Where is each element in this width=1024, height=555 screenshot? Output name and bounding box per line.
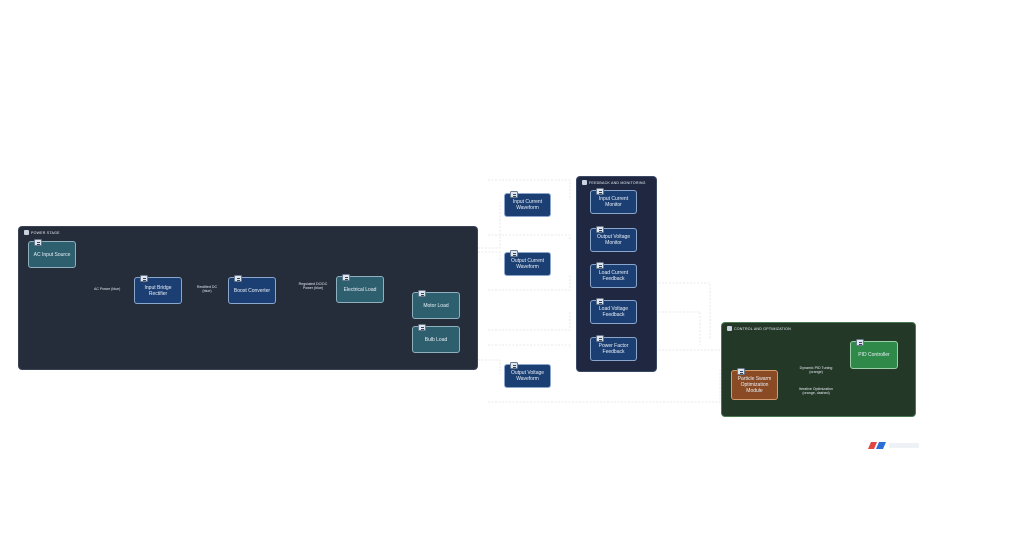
bulb-icon — [418, 324, 426, 331]
power-stage-title: POWER STAGE — [24, 230, 60, 235]
edge-label-iterative-opt: Iterative Optimization (orange, dashed) — [799, 387, 833, 396]
feedback-title: FEEDBACK AND MONITORING — [582, 180, 646, 185]
load-current-feedback-node[interactable]: Load Current Feedback — [590, 262, 637, 288]
output-voltage-waveform-node[interactable]: Output Voltage Waveform — [504, 362, 551, 388]
swarm-icon — [737, 368, 745, 375]
electrical-load-node[interactable]: Electrical Load — [336, 274, 384, 303]
chip-icon — [140, 275, 148, 282]
bulb-load-node[interactable]: Bulb Load — [412, 324, 460, 353]
control-title: CONTROL AND OPTIMIZATION — [727, 326, 791, 331]
chart-icon — [234, 275, 242, 282]
pso-module-node[interactable]: Particle Swarm Optimization Module — [731, 368, 778, 400]
waveform-icon — [510, 191, 518, 198]
waveform-icon — [596, 262, 604, 269]
boost-converter-node[interactable]: Boost Converter — [228, 275, 276, 304]
waveform-icon — [510, 362, 518, 369]
gauge-icon — [596, 335, 604, 342]
chip-icon — [856, 339, 864, 346]
output-voltage-monitor-node[interactable]: Output Voltage Monitor — [590, 226, 637, 252]
chart-icon — [342, 274, 350, 281]
waveform-icon — [510, 250, 518, 257]
input-bridge-rectifier-node[interactable]: Input Bridge Rectifier — [134, 275, 182, 304]
motor-icon — [418, 290, 426, 297]
output-current-waveform-node[interactable]: Output Current Waveform — [504, 250, 551, 276]
chart-icon — [596, 226, 604, 233]
input-current-monitor-node[interactable]: Input Current Monitor — [590, 188, 637, 214]
diamond-icon — [24, 230, 29, 235]
edge-label-ac-power: AC Power (blue) — [94, 287, 121, 291]
pid-controller-node[interactable]: PID Controller — [850, 339, 898, 369]
power-factor-feedback-node[interactable]: Power Factor Feedback — [590, 335, 637, 361]
gear-icon — [727, 326, 732, 331]
load-voltage-feedback-node[interactable]: Load Voltage Feedback — [590, 298, 637, 324]
motor-load-node[interactable]: Motor Load — [412, 290, 460, 319]
ac-input-source-node[interactable]: AC Input Source — [28, 239, 76, 268]
chart-icon — [582, 180, 587, 185]
edge-label-rectified-dc: Rectified DC (blue) — [196, 285, 218, 294]
input-current-waveform-node[interactable]: Input Current Waveform — [504, 191, 551, 217]
edge-label-regulated-dc: Regulated DC/DC Power (blue) — [298, 282, 328, 291]
chart-icon — [596, 188, 604, 195]
brand-logo — [868, 442, 919, 449]
edge-label-dynamic-pid: Dynamic PID Tuning (orange) — [799, 366, 833, 375]
control-group: CONTROL AND OPTIMIZATION — [721, 322, 916, 417]
waveform-icon — [34, 239, 42, 246]
chart-icon — [596, 298, 604, 305]
